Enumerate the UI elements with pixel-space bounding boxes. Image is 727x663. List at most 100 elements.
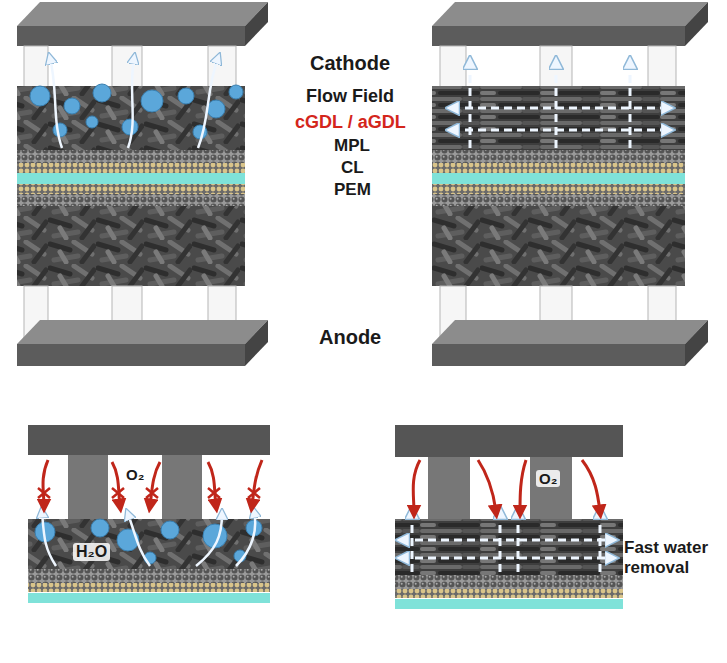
illustration-shape xyxy=(68,455,108,519)
illustration-shape xyxy=(141,90,163,112)
illustration-shape xyxy=(178,88,194,104)
illustration-shape xyxy=(685,2,708,46)
illustration-shape xyxy=(28,583,270,592)
illustration-shape xyxy=(452,62,668,148)
illustration-shape xyxy=(161,521,179,539)
layer-label: Flow Field xyxy=(306,86,394,107)
illustration-shape xyxy=(38,488,50,498)
illustration-shape xyxy=(395,599,623,609)
illustration-shape xyxy=(499,512,502,572)
illustration-shape xyxy=(402,512,612,572)
illustration-shape xyxy=(24,46,48,90)
illustration-shape xyxy=(469,62,472,148)
illustration-shape xyxy=(582,460,600,512)
illustration-shape xyxy=(146,488,158,498)
illustration-shape xyxy=(17,2,268,26)
illustration-shape xyxy=(432,173,685,184)
illustration-shape xyxy=(17,150,245,163)
illustration-shape xyxy=(229,85,243,99)
illustration-shape xyxy=(30,84,243,139)
illustration-shape xyxy=(112,462,120,506)
illustration-shape xyxy=(599,512,602,572)
illustration-shape xyxy=(432,2,708,26)
illustration-shape xyxy=(413,460,600,512)
illustration-shape xyxy=(395,575,623,589)
illustration-shape xyxy=(86,116,98,128)
illustration-shape xyxy=(432,194,685,206)
illustration-shape xyxy=(402,557,612,560)
illustration-shape xyxy=(248,488,260,498)
illustration-shape xyxy=(629,62,632,148)
illustration-shape xyxy=(452,107,668,110)
section-fast-removal xyxy=(395,425,623,609)
illustration-shape xyxy=(38,488,260,498)
illustration-shape xyxy=(128,514,150,566)
section-flooded xyxy=(28,425,270,603)
illustration-shape xyxy=(53,123,67,137)
illustration-shape xyxy=(198,58,218,148)
illustration-shape xyxy=(555,62,558,148)
illustration-shape xyxy=(91,519,109,537)
gas-label: O₂ xyxy=(123,466,147,483)
illustration-shape xyxy=(432,26,685,46)
illustration-shape xyxy=(245,320,268,366)
illustration-shape xyxy=(685,320,708,366)
water-label: H₂O xyxy=(73,543,110,561)
illustration-shape xyxy=(128,58,134,148)
illustration-shape xyxy=(17,163,245,173)
illustration-shape xyxy=(428,457,470,519)
illustration-shape xyxy=(42,512,255,566)
illustration-shape xyxy=(17,173,245,184)
illustration-shape xyxy=(402,539,612,542)
layer-label: Anode xyxy=(319,326,381,349)
illustration-shape xyxy=(478,460,496,512)
illustration-shape xyxy=(432,320,708,344)
layer-label-highlight: cGDL / aGDL xyxy=(295,112,406,133)
illustration-shape xyxy=(432,184,685,194)
illustration-shape xyxy=(35,519,262,564)
illustration-shape xyxy=(520,460,526,512)
illustration-shape xyxy=(112,488,124,498)
illustration-shape xyxy=(42,512,56,566)
illustration-shape xyxy=(440,46,466,90)
illustration-shape xyxy=(28,569,270,583)
illustration-shape xyxy=(150,462,160,506)
stack-aligned-gdl xyxy=(432,2,708,366)
illustration-shape xyxy=(411,512,414,572)
illustration-shape xyxy=(28,519,270,569)
illustration-shape xyxy=(28,593,270,603)
layer-label: MPL xyxy=(334,136,370,156)
callout-label: Fast water removal xyxy=(624,538,722,577)
illustration-shape xyxy=(17,320,268,344)
illustration-shape xyxy=(245,2,268,46)
layer-label: PEM xyxy=(334,180,371,200)
illustration-shape xyxy=(517,512,520,572)
illustration-shape xyxy=(395,519,623,575)
illustration-shape xyxy=(162,455,202,519)
illustration-shape xyxy=(17,194,245,206)
illustration-shape xyxy=(252,460,262,506)
illustration-shape xyxy=(432,150,685,163)
layer-label: Cathode xyxy=(310,52,390,75)
illustration-shape xyxy=(530,457,572,519)
illustration-shape xyxy=(196,514,222,566)
illustration-shape xyxy=(43,460,48,506)
illustration-shape xyxy=(432,344,685,366)
illustration-shape xyxy=(30,86,50,106)
illustration-shape xyxy=(413,460,420,512)
stack-random-gdl xyxy=(17,2,268,366)
illustration-shape xyxy=(395,425,623,457)
illustration-shape xyxy=(93,84,111,102)
illustration-shape xyxy=(648,46,676,90)
illustration-shape xyxy=(395,589,623,598)
illustration-shape xyxy=(17,184,245,194)
illustration-shape xyxy=(50,58,62,148)
illustration-shape xyxy=(17,26,245,46)
illustration-shape xyxy=(17,344,245,366)
illustration-shape xyxy=(432,163,685,173)
layer-label: CL xyxy=(341,158,364,178)
illustration-shape xyxy=(208,488,220,498)
illustration-shape xyxy=(207,100,225,118)
